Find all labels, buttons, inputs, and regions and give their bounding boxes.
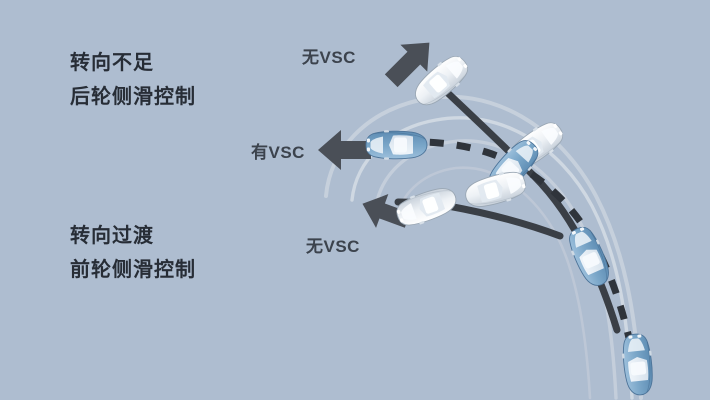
car-curve-blue-bottom: [619, 332, 657, 397]
annotation-oversteer-line2: 前轮侧滑控制: [70, 259, 196, 281]
annotation-oversteer-line1: 转向过渡: [70, 225, 154, 247]
annotation-oversteer: 转向过渡 前轮侧滑控制: [70, 219, 196, 287]
trajectory-with-vsc: [417, 138, 640, 373]
lane-arc-outer: [324, 94, 643, 400]
annotation-understeer-line1: 转向不足: [70, 52, 154, 74]
car-with-vsc-left: [365, 129, 428, 161]
arrow-with-vsc: [318, 130, 371, 170]
arrow-no-vsc-top: [384, 42, 430, 88]
lane-arc-innermost: [396, 166, 592, 400]
label-no-vsc-bottom: 无VSC: [306, 237, 360, 256]
label-no-vsc-top: 无VSC: [302, 48, 356, 67]
annotation-understeer-line2: 后轮侧滑控制: [70, 86, 196, 108]
car-curve-blue-mid: [562, 222, 616, 292]
car-oversteer-runoff: [392, 181, 461, 232]
label-with-vsc: 有VSC: [251, 143, 305, 162]
annotation-understeer: 转向不足 后轮侧滑控制: [70, 46, 196, 114]
arrow-no-vsc-bottom: [362, 194, 411, 228]
